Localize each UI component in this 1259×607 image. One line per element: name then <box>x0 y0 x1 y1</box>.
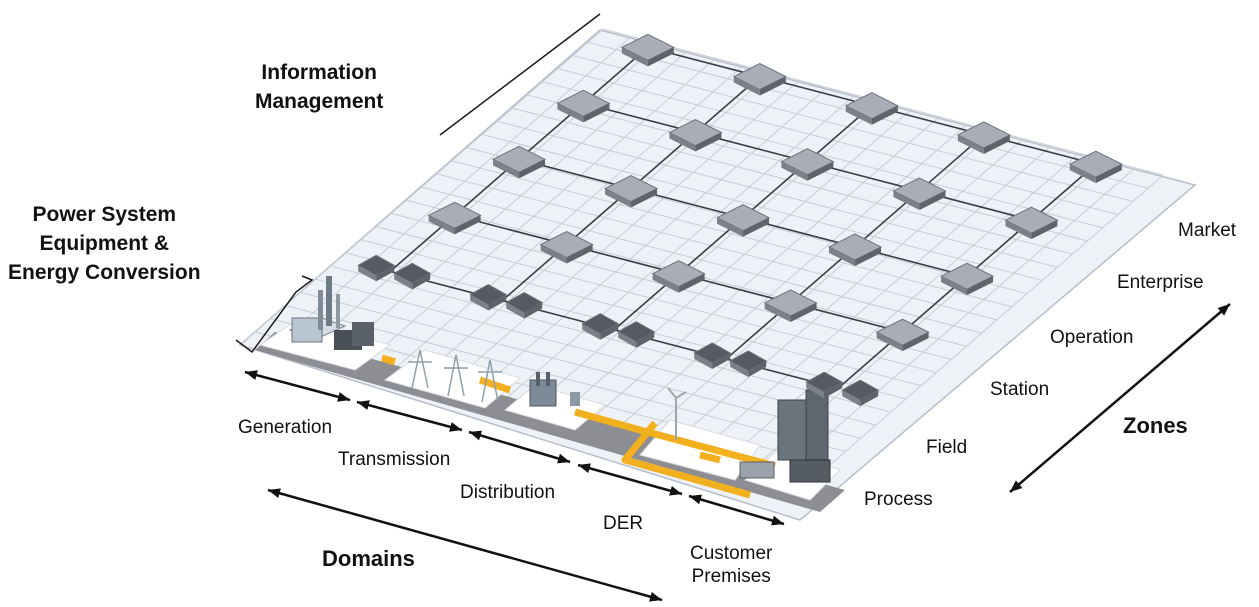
component-box <box>956 121 1011 154</box>
component-box <box>892 177 947 210</box>
field-component-box <box>357 254 396 282</box>
component-box <box>875 318 930 352</box>
component-box <box>844 92 899 125</box>
component-box <box>427 201 482 235</box>
arrow-head <box>689 494 702 505</box>
power-system-title: Power System Equipment & Energy Conversi… <box>8 203 201 284</box>
customer-buildings-icon <box>739 389 831 483</box>
component-box <box>651 260 706 293</box>
transmission-tower-icon <box>408 349 502 403</box>
field-component-box <box>693 342 732 369</box>
field-component-box <box>805 371 844 399</box>
transmission-plot <box>383 349 522 409</box>
component-box <box>539 230 594 264</box>
zone-label-operation: Operation <box>1050 327 1134 348</box>
component-box <box>939 262 995 296</box>
component-box <box>827 233 883 266</box>
power-equipment-bracket <box>235 275 314 354</box>
substation-icon <box>529 372 580 407</box>
field-component-box <box>581 313 620 340</box>
arrow-head <box>245 370 258 380</box>
arrow-head <box>649 591 662 602</box>
domain-label-customer-premises: Customer Premises <box>690 543 773 587</box>
arrow-head <box>1010 480 1023 492</box>
field-component-box <box>617 321 656 348</box>
arrow-head <box>449 422 462 432</box>
field-component-box <box>393 262 432 290</box>
domain-label-der: DER <box>603 513 644 534</box>
zone-label-market: Market <box>1178 220 1237 241</box>
arrow-head <box>578 463 591 474</box>
component-box <box>556 89 611 123</box>
component-box <box>668 118 723 152</box>
power-plant-icon <box>288 276 374 350</box>
power-line-network <box>380 354 776 499</box>
arrow-head <box>268 488 281 499</box>
component-box <box>780 148 835 181</box>
information-management-title: Information Management <box>255 61 384 113</box>
component-box <box>715 204 771 237</box>
field-component-box <box>729 350 768 377</box>
arrow-head <box>357 400 370 410</box>
component-box <box>1004 206 1059 240</box>
arrow-head <box>469 430 482 441</box>
domain-label-distribution: Distribution <box>460 482 556 503</box>
zone-label-enterprise: Enterprise <box>1117 272 1204 293</box>
wind-turbine-icon <box>667 387 687 440</box>
domain-arrows <box>244 303 1231 602</box>
domain-label-generation: Generation <box>238 417 333 438</box>
information-bracket <box>439 13 601 136</box>
zone-label-process: Process <box>864 489 933 510</box>
zones-title: Zones <box>1123 413 1188 438</box>
component-box <box>1068 150 1123 184</box>
field-component-box <box>841 379 880 407</box>
arrow-head <box>1217 304 1230 316</box>
domain-label-transmission: Transmission <box>338 449 451 470</box>
arrow-head <box>557 453 570 464</box>
zone-label-field: Field <box>926 437 968 458</box>
component-box <box>763 289 818 322</box>
domains-title: Domains <box>322 546 415 571</box>
field-component-box <box>469 283 508 311</box>
arrow-head <box>771 515 784 526</box>
components-layer <box>357 33 1123 407</box>
arrow-head <box>669 485 682 496</box>
component-box <box>603 174 659 208</box>
component-box <box>491 145 547 179</box>
arrow-head <box>337 392 350 402</box>
component-box <box>732 62 787 96</box>
zone-label-station: Station <box>990 379 1050 400</box>
field-component-box <box>505 291 544 319</box>
arrow-heads <box>245 304 1230 602</box>
component-box <box>620 33 675 67</box>
